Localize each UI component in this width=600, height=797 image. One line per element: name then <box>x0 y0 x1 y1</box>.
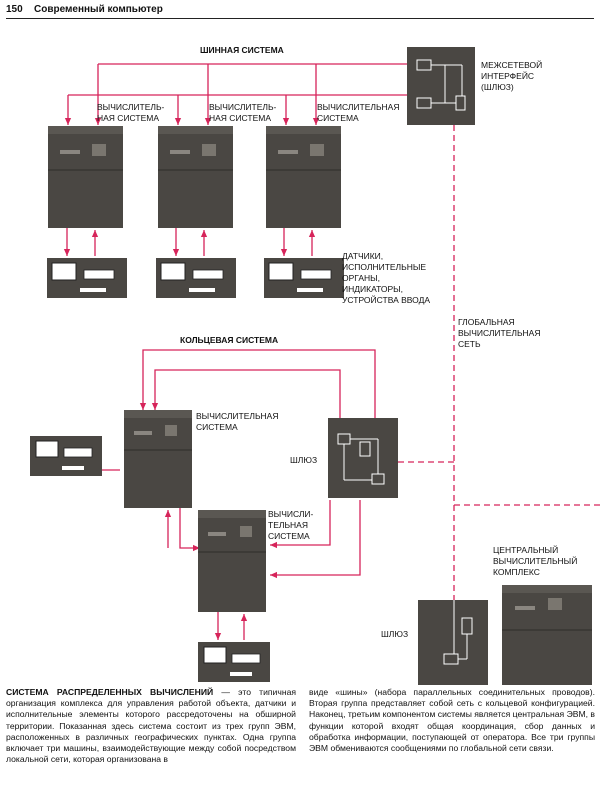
bus-comp-2-label-line2: НАЯ СИСТЕМА <box>209 113 271 123</box>
sensors-label-line1: ДАТЧИКИ, <box>342 251 383 261</box>
bus-terminal-3 <box>264 258 344 298</box>
internet-gateway-label-line1: МЕЖСЕТЕВОЙ <box>481 59 542 70</box>
global-network-label-line1: ГЛОБАЛЬНАЯ <box>458 317 515 327</box>
page-header: 150 Современный компьютер <box>6 4 594 19</box>
caption-title: СИСТЕМА РАСПРЕДЕЛЕННЫХ ВЫЧИСЛЕНИЙ <box>6 687 214 697</box>
caption-left-text: — это типичная организация комплекса для… <box>6 687 296 765</box>
ring-comp-1-label-line1: ВЫЧИСЛИТЕЛЬНАЯ <box>196 411 278 421</box>
ring-comp-2-label-line2: ТЕЛЬНАЯ <box>268 520 308 530</box>
internet-gateway-label-line3: (ШЛЮЗ) <box>481 82 514 92</box>
bus-terminal-2 <box>156 258 236 298</box>
bus-terminal-1 <box>47 258 127 298</box>
ring-computer-2 <box>198 510 266 612</box>
global-network-line <box>398 125 600 600</box>
central-computer <box>502 585 592 685</box>
bus-comp-2-label-line1: ВЫЧИСЛИТЕЛЬ- <box>209 102 277 112</box>
page-title: Современный компьютер <box>34 4 163 15</box>
caption-right-column: виде «шины» (набора параллельных соедини… <box>309 687 595 754</box>
sensors-label-line3: ОРГАНЫ, <box>342 273 380 283</box>
ring-gateway-label: ШЛЮЗ <box>290 455 317 465</box>
ring-comp-2-label-line1: ВЫЧИСЛИ- <box>268 509 314 519</box>
page-number: 150 <box>6 4 23 15</box>
global-network-label-line2: ВЫЧИСЛИТЕЛЬНАЯ <box>458 328 540 338</box>
caption-left-column: СИСТЕМА РАСПРЕДЕЛЕННЫХ ВЫЧИСЛЕНИЙ — это … <box>6 687 296 765</box>
sensors-label-line5: УСТРОЙСТВА ВВОДА <box>342 294 430 305</box>
central-label-line2: ВЫЧИСЛИТЕЛЬНЫЙ <box>493 555 577 566</box>
internet-gateway <box>407 47 475 125</box>
distributed-system-diagram: ШИННАЯ СИСТЕМА ВЫЧИСЛИТ <box>30 45 600 685</box>
bus-computer-1 <box>48 126 123 228</box>
sensors-label-line4: ИНДИКАТОРЫ, <box>342 284 403 294</box>
ring-gateway <box>328 418 398 498</box>
global-network-label-line3: СЕТЬ <box>458 339 481 349</box>
internet-gateway-label-line2: ИНТЕРФЕЙС <box>481 70 534 81</box>
sensors-label-line2: ИСПОЛНИТЕЛЬНЫЕ <box>342 262 426 272</box>
central-gateway <box>418 600 488 685</box>
bus-computer-2 <box>158 126 233 228</box>
central-gateway-label: ШЛЮЗ <box>381 629 408 639</box>
central-label-line3: КОМПЛЕКС <box>493 567 540 577</box>
bus-comp-1-label-line2: НАЯ СИСТЕМА <box>97 113 159 123</box>
central-label-line1: ЦЕНТРАЛЬНЫЙ <box>493 544 558 555</box>
bus-comp-3-label-line1: ВЫЧИСЛИТЕЛЬНАЯ <box>317 102 399 112</box>
bus-comp-1-label-line1: ВЫЧИСЛИТЕЛЬ- <box>97 102 165 112</box>
ring-terminal-left <box>30 436 102 476</box>
ring-comp-2-label-line3: СИСТЕМА <box>268 531 310 541</box>
bus-computer-3 <box>266 126 341 228</box>
bus-comp-3-label-line2: СИСТЕМА <box>317 113 359 123</box>
ring-terminal-bottom <box>198 642 270 682</box>
bus-system-label: ШИННАЯ СИСТЕМА <box>200 45 284 55</box>
ring-comp-1-label-line2: СИСТЕМА <box>196 422 238 432</box>
ring-system-label: КОЛЬЦЕВАЯ СИСТЕМА <box>180 335 278 345</box>
caption-right-text: виде «шины» (набора параллельных соедини… <box>309 687 595 754</box>
ring-computer-1 <box>124 410 192 508</box>
bus-lines <box>63 63 418 256</box>
